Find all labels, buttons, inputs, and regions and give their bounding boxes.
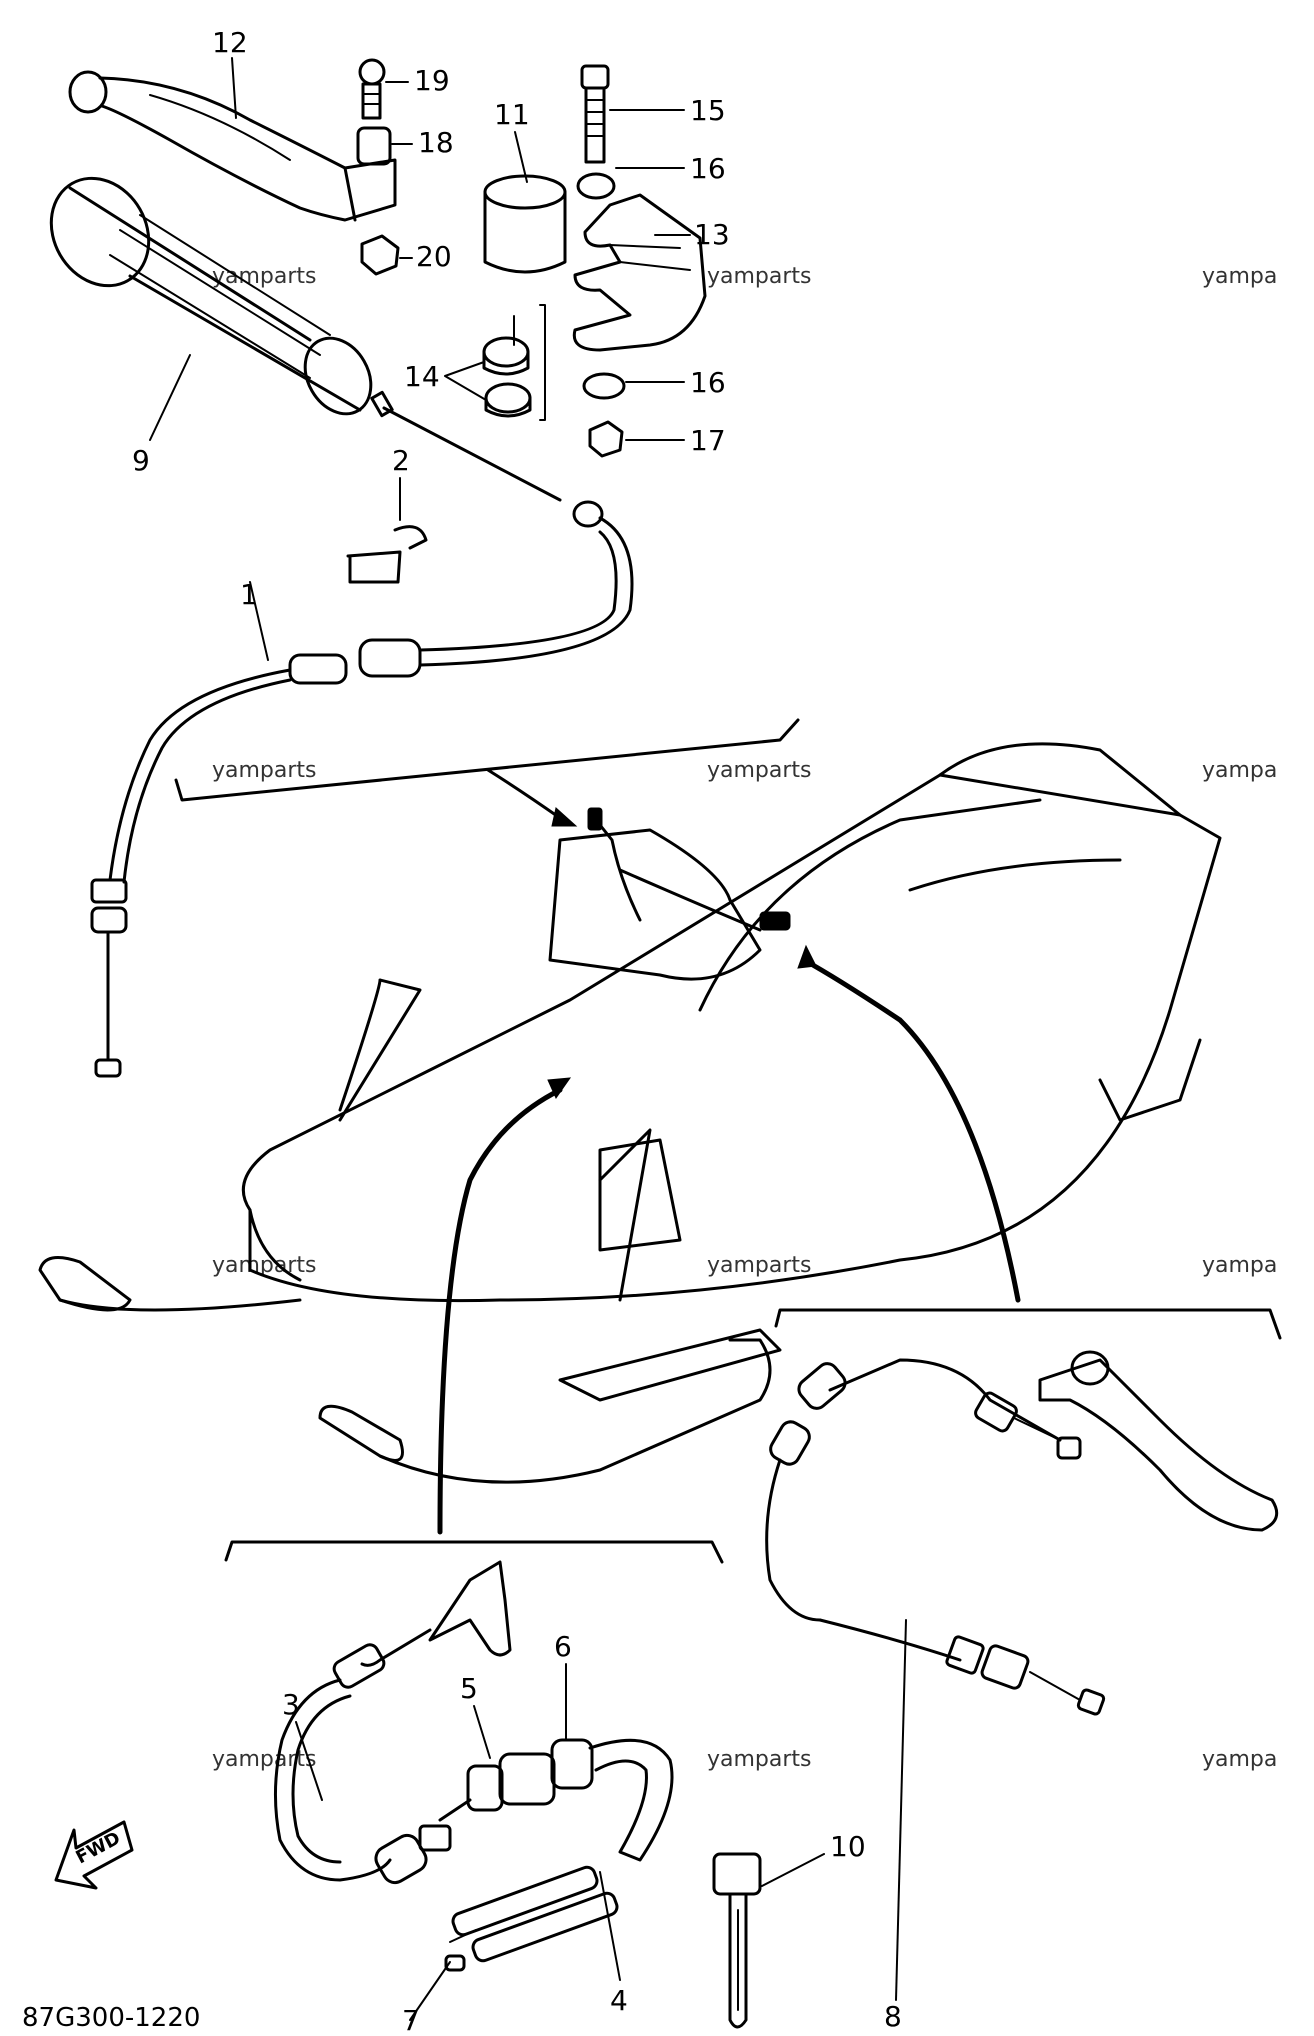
watermark: yamparts <box>707 264 812 289</box>
leader-11 <box>514 131 528 183</box>
fwd-arrow: FWD <box>54 1820 134 1890</box>
leader-8 <box>895 1619 907 2001</box>
leader-5 <box>473 1705 491 1759</box>
throttle-cable-3-part <box>273 1560 512 1885</box>
leader-4 <box>599 1871 621 1981</box>
part-number-7: 7 <box>402 2004 420 2036</box>
nut-20-part <box>360 234 400 276</box>
watermark: yamparts <box>212 264 317 289</box>
watermark: yampa <box>1202 264 1277 289</box>
watermark: yamparts <box>212 1747 317 1772</box>
group-bracket-right <box>774 1308 1282 1340</box>
part-number-20: 20 <box>416 240 452 273</box>
leader-3 <box>295 1721 323 1801</box>
part-number-3: 3 <box>282 1688 300 1721</box>
part-number-16: 16 <box>690 152 726 185</box>
part-number-2: 2 <box>392 444 410 477</box>
part-number-9: 9 <box>132 444 150 477</box>
watermark: yampa <box>1202 1747 1277 1772</box>
assembly-arrow-left <box>437 1087 563 1535</box>
brake-cable-part <box>90 390 634 1078</box>
bracket-13-part <box>572 193 707 352</box>
choke-assembly-part <box>438 1738 674 1862</box>
clip-2-part <box>346 525 428 584</box>
brake-lever-part <box>68 70 397 222</box>
ring-11-part <box>483 174 567 274</box>
bolt-15-part <box>580 64 610 164</box>
snowmobile-body <box>38 742 1222 1484</box>
leader-7 <box>409 1961 451 2021</box>
part-number-19: 19 <box>414 64 450 97</box>
assembly-arrow-top-head <box>551 807 578 827</box>
assembly-arrow-left-head <box>547 1077 572 1100</box>
watermark: yamparts <box>212 1253 317 1278</box>
part-number-14: 14 <box>404 360 440 393</box>
part-number-10: 10 <box>830 1830 866 1863</box>
part-number-6: 6 <box>554 1630 572 1663</box>
part-number-5: 5 <box>460 1672 478 1705</box>
watermark: yamparts <box>212 758 317 783</box>
key-10-part <box>712 1852 762 2029</box>
lever-cable-8-part <box>765 1350 1279 1716</box>
watermark: yampa <box>1202 1253 1277 1278</box>
choke-cable-4-part <box>444 1865 619 1972</box>
part-number-16: 16 <box>690 366 726 399</box>
watermark: yamparts <box>707 1747 812 1772</box>
watermark: yampa <box>1202 758 1277 783</box>
watermark-layer: yamparts yamparts yampa yamparts yampart… <box>212 264 1277 1772</box>
nut-17-part <box>588 420 624 458</box>
leader-12 <box>231 57 237 119</box>
part-number-4: 4 <box>610 1984 628 2017</box>
screw-19-part <box>358 58 386 120</box>
part-number-17: 17 <box>690 424 726 457</box>
washer-16-part <box>582 372 626 400</box>
fwd-label: FWD <box>72 1828 123 1869</box>
leader-14 <box>444 361 487 401</box>
diagram-code: 87G300-1220 <box>22 2003 200 2033</box>
watermark: yamparts <box>707 758 812 783</box>
leader-10 <box>761 1853 825 1887</box>
part-number-15: 15 <box>690 94 726 127</box>
assembly-arrow-right-head <box>797 944 817 969</box>
part-number-13: 13 <box>694 218 730 251</box>
washer-16-part <box>576 172 616 200</box>
part-number-1: 1 <box>240 578 258 611</box>
grip-part <box>49 176 373 416</box>
leader-9 <box>149 354 191 441</box>
watermark: yamparts <box>707 1253 812 1278</box>
leader-1 <box>249 581 269 661</box>
part-number-8: 8 <box>884 2000 902 2033</box>
assembly-arrow-right <box>801 957 1021 1303</box>
damper-14-part <box>482 304 546 421</box>
group-bracket-top <box>174 718 800 802</box>
part-number-12: 12 <box>212 26 248 59</box>
part-number-18: 18 <box>418 126 454 159</box>
assembly-arrow-top <box>486 768 562 820</box>
collar-18-part <box>356 126 392 166</box>
part-number-11: 11 <box>494 98 530 131</box>
group-bracket-bottom <box>224 1540 724 1564</box>
part-number-labels: 12 19 18 20 9 11 15 16 13 14 16 17 2 1 3… <box>132 26 902 2036</box>
